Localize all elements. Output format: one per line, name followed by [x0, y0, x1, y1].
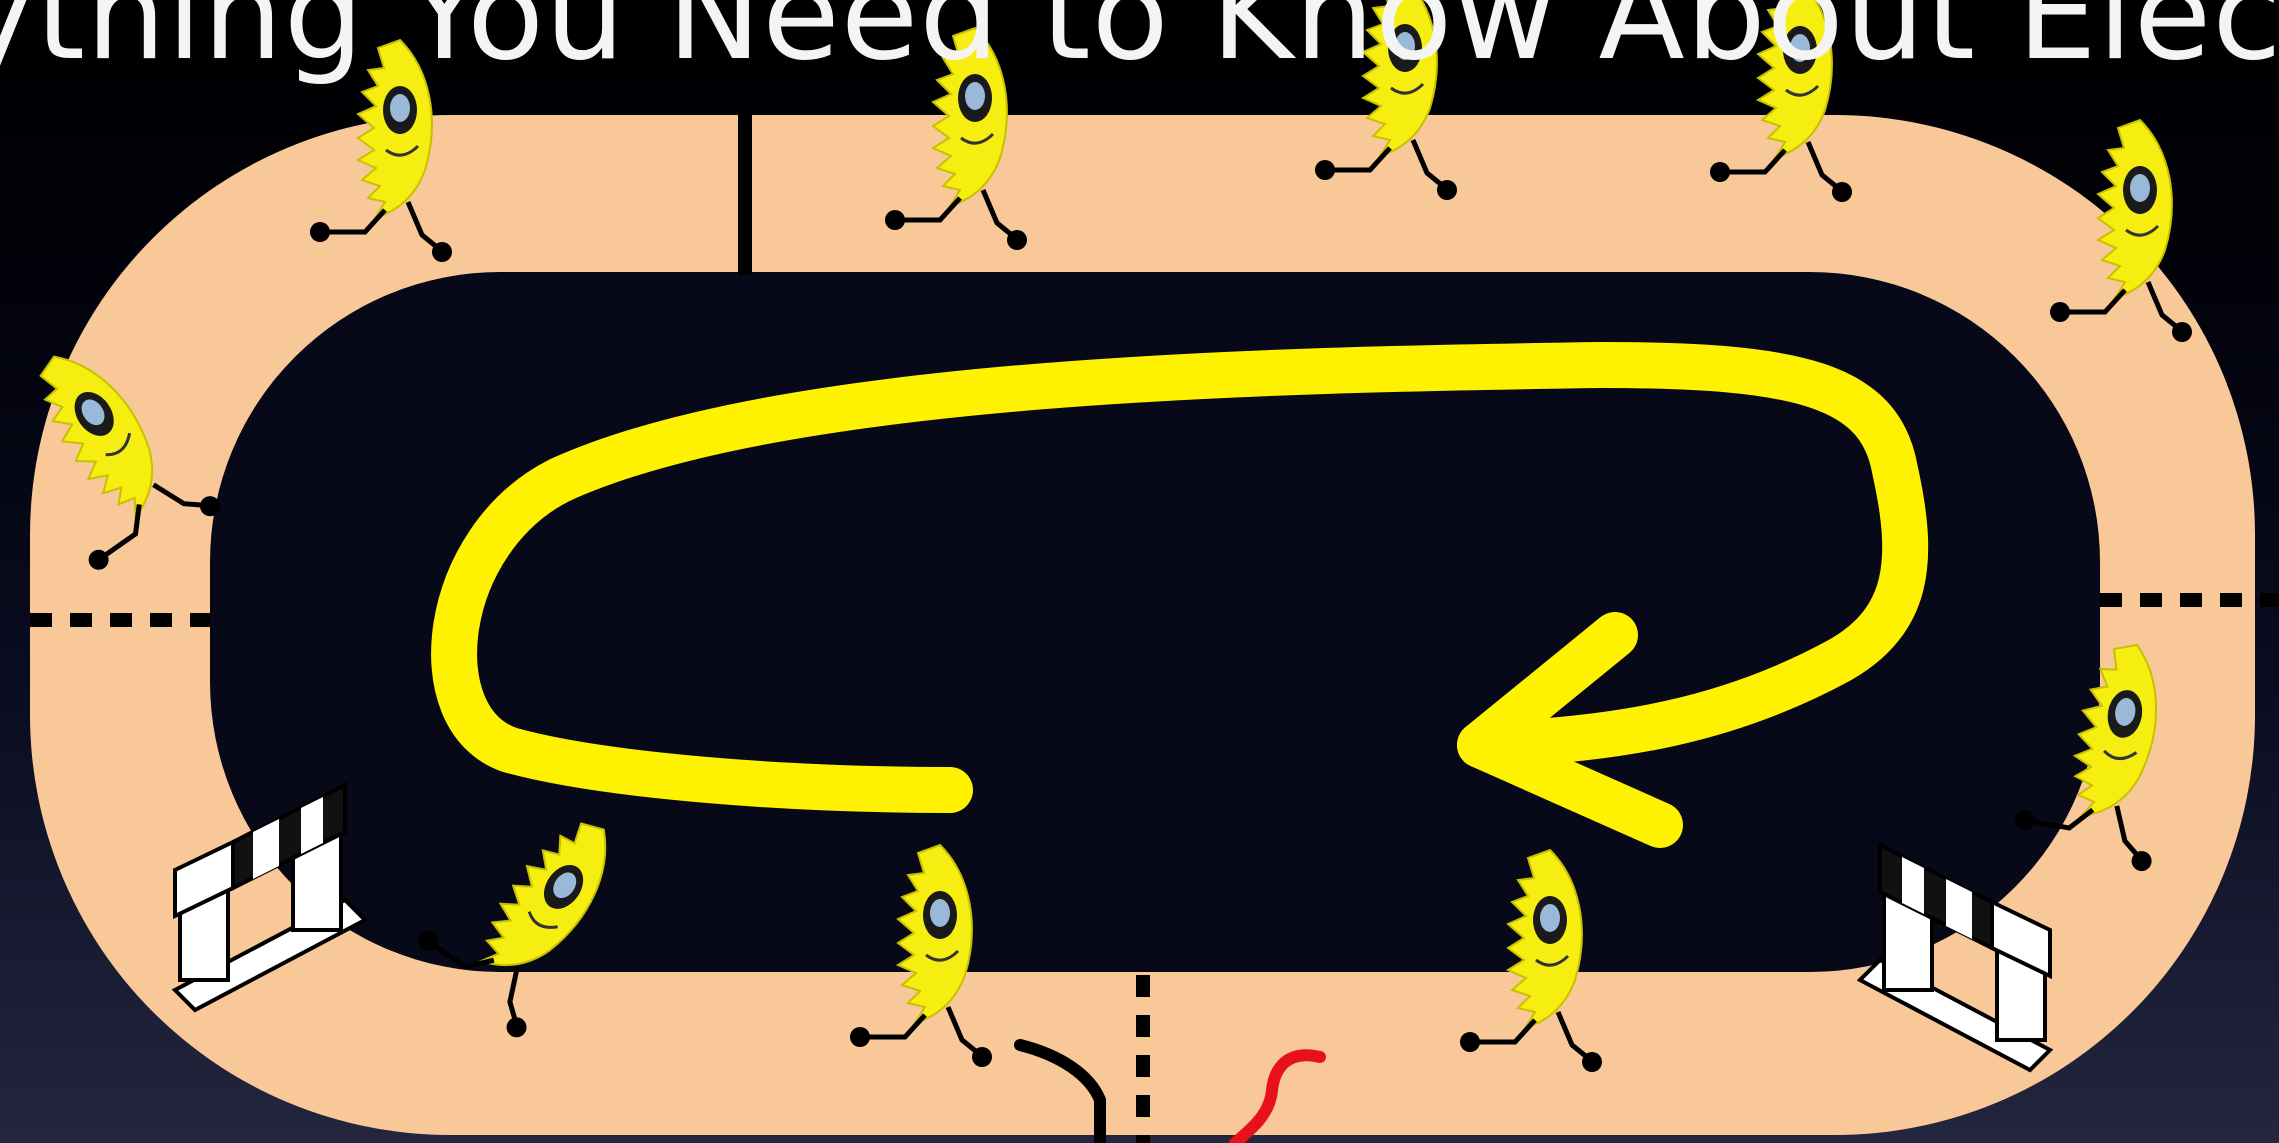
- start-line: [738, 110, 752, 275]
- slide-title: ything You Need to Know About Electro: [0, 0, 2279, 78]
